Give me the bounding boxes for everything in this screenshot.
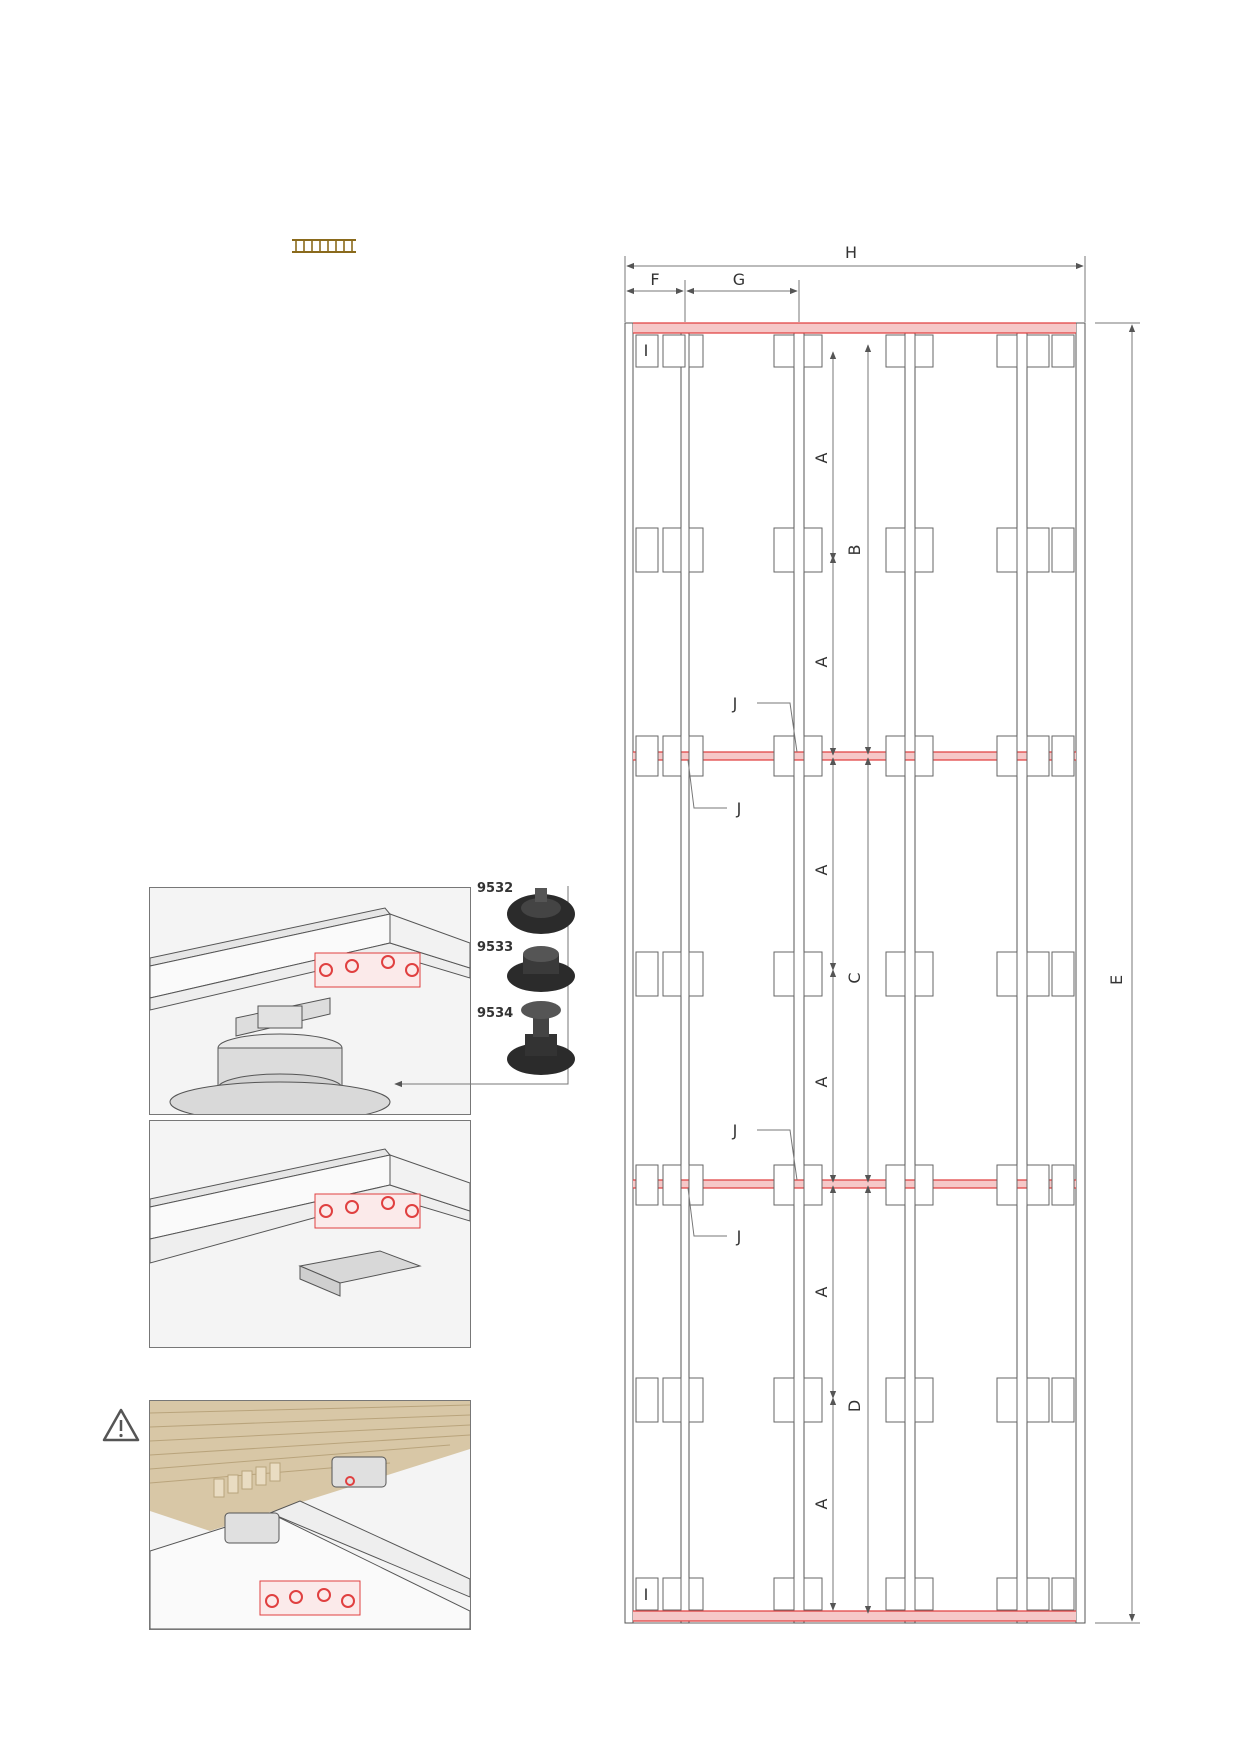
dim-label-a-5: A bbox=[812, 1286, 831, 1297]
pedestal-joint-illustration bbox=[150, 888, 470, 1114]
j-callout-leaders bbox=[687, 702, 798, 1237]
pedestal-code-9532: 9532 bbox=[477, 881, 514, 896]
pedestal-code-9534: 9534 bbox=[477, 1006, 514, 1021]
callout-label-j-3: J bbox=[732, 1121, 738, 1140]
detail-block-joint bbox=[149, 1120, 471, 1348]
dim-label-h: H bbox=[845, 243, 857, 262]
dim-label-b: B bbox=[845, 545, 864, 556]
support-pads bbox=[635, 334, 1075, 1611]
joist-legend-icon bbox=[292, 239, 356, 253]
marker-label-i-bottom: I bbox=[644, 1585, 649, 1604]
warning-triangle-icon bbox=[102, 1408, 140, 1442]
dim-line-e bbox=[1095, 322, 1140, 1624]
detail-deck-clip bbox=[149, 1400, 471, 1630]
pedestal-selection-pointer bbox=[394, 886, 569, 1088]
top-dimensions bbox=[624, 256, 1086, 322]
tall-pedestal-icon bbox=[507, 1001, 575, 1075]
dim-label-a-4: A bbox=[812, 1076, 831, 1087]
dim-label-c: C bbox=[845, 972, 864, 983]
pedestal-code-9533: 9533 bbox=[477, 940, 514, 955]
dim-label-a-6: A bbox=[812, 1498, 831, 1509]
dim-label-a-3: A bbox=[812, 864, 831, 875]
block-joint-illustration bbox=[150, 1121, 470, 1347]
dim-label-e: E bbox=[1107, 975, 1126, 985]
dim-label-g: G bbox=[733, 270, 745, 289]
callout-label-j-1: J bbox=[732, 694, 738, 713]
marker-label-i-top: I bbox=[644, 341, 649, 360]
mid-pedestal-icon bbox=[507, 946, 575, 992]
pedestal-options bbox=[507, 888, 575, 1075]
deck-clip-illustration bbox=[150, 1401, 470, 1629]
callout-label-j-2: J bbox=[736, 799, 742, 818]
dim-label-a-2: A bbox=[812, 656, 831, 667]
detail-pedestal-joint bbox=[149, 887, 471, 1115]
callout-label-j-4: J bbox=[736, 1227, 742, 1246]
low-pedestal-icon bbox=[507, 888, 575, 934]
dim-label-d: D bbox=[845, 1400, 864, 1412]
dim-label-a-1: A bbox=[812, 452, 831, 463]
dim-label-f: F bbox=[650, 270, 659, 289]
